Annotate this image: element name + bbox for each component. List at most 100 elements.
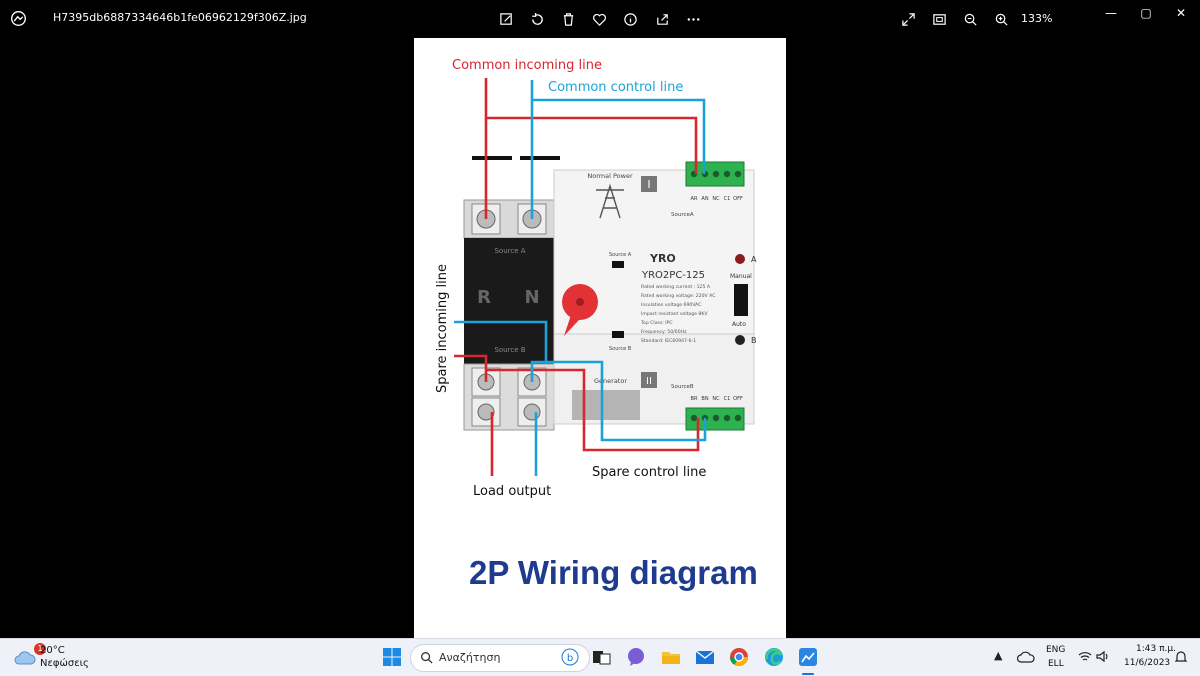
photos-app-icon <box>11 11 26 26</box>
weather-widget[interactable]: 1 20°C Νεφώσεις <box>10 639 100 676</box>
wire-common-control-branch <box>532 98 706 174</box>
windows-start-icon[interactable] <box>381 646 403 668</box>
source-a-small: SourceA <box>671 212 694 218</box>
active-app-indicator <box>802 673 814 675</box>
maximize-button[interactable]: ▢ <box>1140 6 1152 20</box>
weather-description: Νεφώσεις <box>40 658 89 669</box>
onedrive-icon[interactable] <box>1017 650 1035 664</box>
label-spare-control: Spare control line <box>592 465 706 480</box>
spec-line: Top Class: IPC <box>640 320 673 326</box>
terminal-a-label: NC <box>712 196 720 202</box>
source-b-marker: Source B <box>609 346 632 352</box>
spec-line: Rated working voltage: 220V AC <box>641 293 715 299</box>
terminal-a-label: C1 <box>724 196 731 202</box>
terminal-b-label: NC <box>712 396 720 402</box>
file-explorer-icon[interactable] <box>660 646 682 668</box>
spec-line: Insulation voltage 690VAC <box>641 302 701 308</box>
manual-label: Manual <box>730 273 752 280</box>
indicator-a-label: A <box>751 255 757 264</box>
search-icon <box>421 652 433 664</box>
spec-line: Frequency: 50/60Hz <box>641 329 687 335</box>
wire-spare-control-branch <box>546 360 707 442</box>
bing-icon[interactable]: b <box>561 648 579 666</box>
zoom-out-icon[interactable] <box>960 9 980 29</box>
notification-icon[interactable] <box>1174 650 1188 664</box>
pylon-icon <box>596 183 624 219</box>
indicator-a <box>735 254 745 264</box>
indicator-b-label: B <box>751 336 757 345</box>
normal-power-label: Normal Power <box>587 172 633 180</box>
weather-badge: 1 <box>34 643 46 655</box>
zoom-level[interactable]: 133% <box>1021 12 1053 25</box>
source-b-small: SourceB <box>671 384 694 390</box>
edit-icon[interactable] <box>496 9 516 29</box>
rotate-icon[interactable] <box>527 9 547 29</box>
pole-n-label: N <box>524 287 539 308</box>
clock-date[interactable]: 11/6/2023 <box>1124 658 1171 668</box>
terminal-b-label: BR <box>691 396 698 402</box>
roman-2: II <box>646 376 652 387</box>
file-name: H7395db6887334646b1fe06962129f306Z.jpg <box>53 11 307 24</box>
dash-mark <box>472 156 512 160</box>
generator-icon <box>572 390 640 420</box>
model-label: YRO2PC-125 <box>641 270 705 281</box>
dash-mark <box>520 156 560 160</box>
pole-r-label: R <box>477 287 491 308</box>
clock-time[interactable]: 1:43 π.μ. <box>1136 644 1176 654</box>
title-bar: H7395db6887334646b1fe06962129f306Z.jpg 1… <box>0 0 1200 38</box>
share-icon[interactable] <box>652 9 672 29</box>
taskbar: 1 20°C Νεφώσεις Αναζήτηση b ▲ <box>0 638 1200 676</box>
spec-line: Impact resistant voltage 8KV <box>641 311 708 317</box>
terminal-a-label: OFF <box>733 196 743 202</box>
minimize-button[interactable]: — <box>1105 6 1117 20</box>
chrome-icon[interactable] <box>728 646 750 668</box>
delete-icon[interactable] <box>558 9 578 29</box>
terminal-b-label: BN <box>701 396 708 402</box>
terminal-a-label: AN <box>701 196 708 202</box>
auto-label: Auto <box>732 321 746 328</box>
close-button[interactable]: ✕ <box>1175 6 1187 20</box>
more-icon[interactable] <box>683 9 703 29</box>
label-common-incoming: Common incoming line <box>452 58 602 73</box>
breaker-body <box>464 238 554 364</box>
taskbar-search[interactable]: Αναζήτηση b <box>410 644 590 672</box>
weather-temperature: 20°C <box>40 645 65 656</box>
chat-icon[interactable] <box>625 646 647 668</box>
terminal-b-label: C1 <box>724 396 731 402</box>
mode-switch <box>734 284 748 316</box>
wire-common-incoming-control <box>486 116 698 174</box>
keyboard-layout[interactable]: ELL <box>1048 659 1064 669</box>
roman-1-box <box>641 176 657 192</box>
generator-label: Generator <box>594 377 627 385</box>
roman-2-box <box>641 372 657 388</box>
label-common-control: Common control line <box>548 80 683 95</box>
label-spare-incoming: Spare incoming line <box>435 264 450 393</box>
label-load-output: Load output <box>473 484 551 499</box>
photos-taskbar-icon[interactable] <box>797 646 819 668</box>
fullscreen-icon[interactable] <box>898 9 918 29</box>
language-code[interactable]: ENG <box>1046 645 1066 655</box>
edge-icon[interactable] <box>763 646 785 668</box>
roman-1: I <box>647 178 650 191</box>
wiring-diagram-image: Source A R N Source B Normal Power I Sou… <box>414 38 786 638</box>
terminal-a-label: AR <box>691 196 698 202</box>
terminal-b-label: OFF <box>733 396 743 402</box>
source-b-label: Source B <box>494 346 525 354</box>
task-view-icon[interactable] <box>590 646 612 668</box>
diagram-title: 2P Wiring diagram <box>469 554 758 591</box>
info-icon[interactable] <box>620 9 640 29</box>
favorite-icon[interactable] <box>589 9 609 29</box>
mail-icon[interactable] <box>694 646 716 668</box>
spec-line: Rated working current : 125 A <box>641 284 711 290</box>
indicator-b <box>735 335 745 345</box>
source-a-label: Source A <box>494 247 525 255</box>
brand-label: YRO <box>649 252 676 265</box>
fit-icon[interactable] <box>929 9 949 29</box>
cloud-icon <box>14 651 36 665</box>
wifi-icon[interactable] <box>1078 650 1092 663</box>
wire-spare-incoming <box>454 354 488 382</box>
diagram-svg: Source A R N Source B Normal Power I Sou… <box>435 58 758 591</box>
volume-icon[interactable] <box>1096 650 1110 663</box>
chevron-up-icon[interactable]: ▲ <box>994 649 1003 662</box>
zoom-in-icon[interactable] <box>991 9 1011 29</box>
